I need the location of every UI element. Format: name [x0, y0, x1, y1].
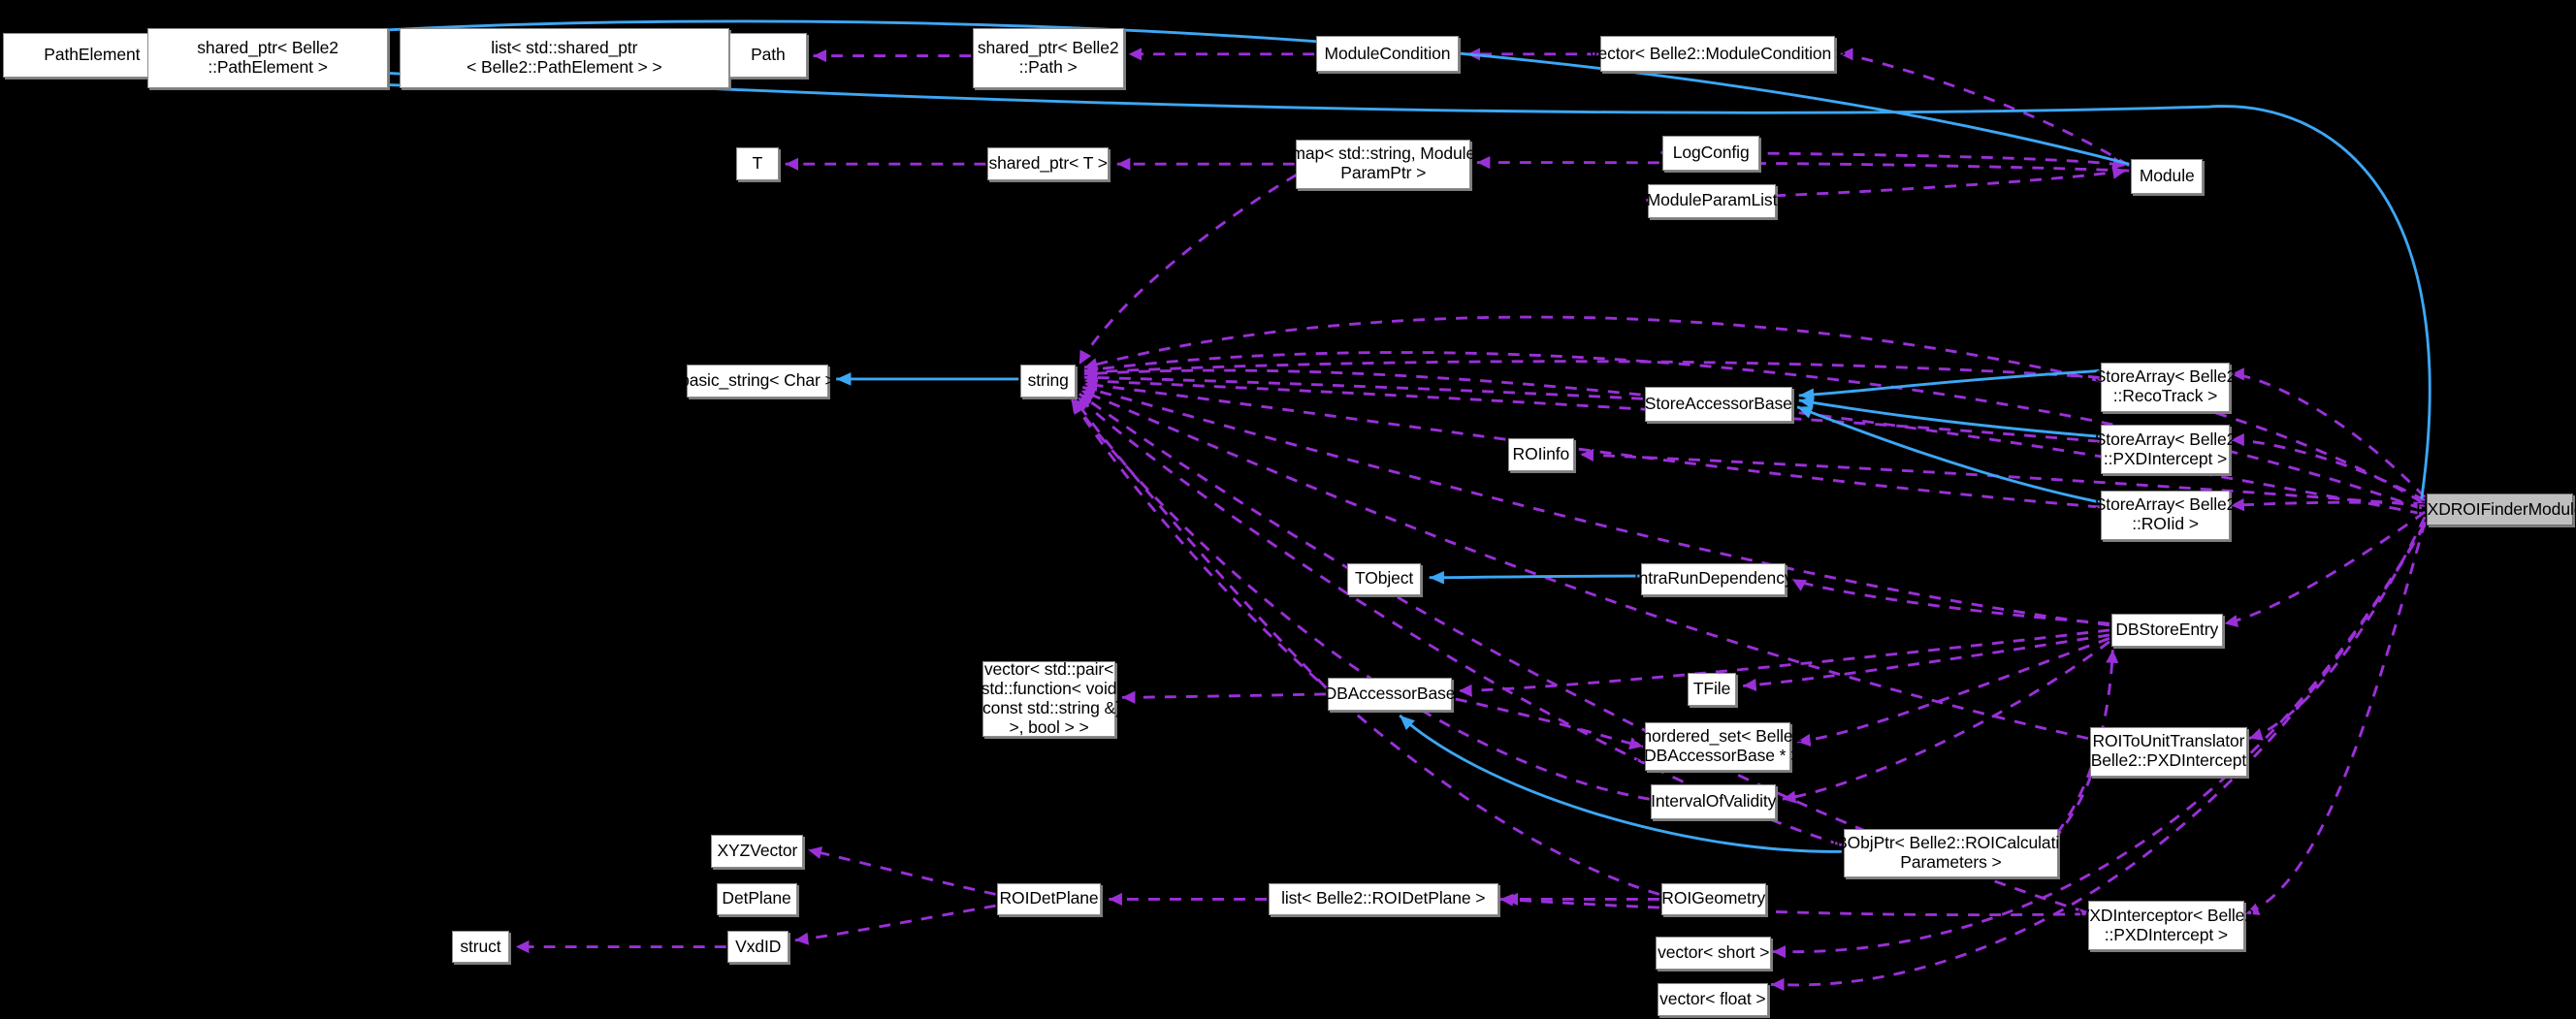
class-node-label: DBStoreEntry — [2115, 619, 2219, 639]
class-node-label: Module — [2139, 165, 2195, 185]
class-node-label: shared_ptr< Belle2 ::Path > — [977, 38, 1119, 78]
class-node-label: Path — [751, 44, 786, 64]
class-node-string[interactable]: string — [1019, 364, 1077, 398]
class-node-storeaccessorbase[interactable]: StoreAccessorBase — [1644, 387, 1792, 422]
class-node-label: vector< short > — [1658, 942, 1770, 963]
class-node-dbaccessorbase[interactable]: DBAccessorBase — [1325, 677, 1455, 711]
class-node-sharedptrpathelement[interactable]: shared_ptr< Belle2 ::PathElement > — [147, 27, 388, 89]
class-node-label: PXDROIFinderModule — [2416, 498, 2576, 519]
class-node-mapstringmoduleparam[interactable]: map< std::string, Module ParamPtr > — [1291, 139, 1475, 189]
class-node-label: string — [1027, 369, 1069, 390]
class-node-sharedptrpath[interactable]: shared_ptr< Belle2 ::Path > — [972, 27, 1124, 89]
class-node-label: DetPlane — [722, 888, 791, 908]
class-node-label: basic_string< Char > — [680, 369, 835, 390]
class-node-modulecondition[interactable]: ModuleCondition — [1315, 36, 1460, 73]
class-node-label: vector< Belle2::ModuleCondition > — [1589, 43, 1847, 63]
class-node-listsharedptrpathelem[interactable]: list< std::shared_ptr < Belle2::PathElem… — [399, 27, 730, 89]
class-node-logconfig[interactable]: LogConfig — [1662, 136, 1760, 171]
class-node-intrarundependency[interactable]: IntraRunDependency — [1634, 562, 1793, 596]
class-node-label: ROIinfo — [1512, 443, 1570, 463]
class-node-label: XYZVector — [717, 841, 798, 861]
class-node-label: StoreAccessorBase — [1644, 394, 1792, 414]
class-node-label: ROIGeometry — [1661, 888, 1766, 908]
class-node-vectorpairfunction[interactable]: vector< std::pair< std::function< void (… — [977, 659, 1121, 737]
class-node-label: StoreArray< Belle2 ::RecoTrack > — [2094, 366, 2237, 406]
class-node-label: ModuleCondition — [1324, 43, 1451, 63]
class-node-storearrayroiid[interactable]: StoreArray< Belle2 ::ROIid > — [2095, 491, 2236, 540]
class-node-label: list< Belle2::ROIDetPlane > — [1281, 888, 1486, 908]
class-node-roigeometry[interactable]: ROIGeometry — [1660, 882, 1766, 916]
class-node-label: StoreArray< Belle2 ::ROIid > — [2094, 494, 2237, 534]
class-node-label: VXDInterceptor< Belle2 ::PXDIntercept > — [2077, 905, 2254, 944]
class-node-vectorfloat[interactable]: vector< float > — [1658, 982, 1768, 1016]
class-node-label: VxdID — [735, 936, 782, 956]
class-node-listroidetplane[interactable]: list< Belle2::ROIDetPlane > — [1268, 882, 1498, 916]
class-node-vectorshort[interactable]: vector< short > — [1656, 937, 1771, 971]
class-node-moduleparamlist[interactable]: ModuleParamList — [1647, 183, 1777, 219]
class-node-intervalofvalidity[interactable]: IntervalOfValidity — [1651, 783, 1776, 819]
class-node-label: LogConfig — [1672, 143, 1750, 163]
class-node-label: TObject — [1354, 568, 1414, 589]
class-node-label: PathElement — [44, 44, 141, 64]
class-node-detplane[interactable]: DetPlane — [716, 882, 797, 916]
class-node-tobject[interactable]: TObject — [1346, 562, 1422, 596]
class-node-unorderedsetdbaccessor[interactable]: unordered_set< Belle2 ::DBAccessorBase *… — [1633, 721, 1802, 772]
class-node-dbobjptrroicalcparams[interactable]: DBObjPtr< Belle2::ROICalculation Paramet… — [1824, 828, 2077, 878]
class-node-label: IntervalOfValidity — [1651, 790, 1777, 811]
class-node-sharedptrt[interactable]: shared_ptr< T > — [987, 147, 1110, 181]
class-node-label: T — [752, 153, 763, 174]
class-node-path[interactable]: Path — [729, 32, 807, 78]
class-node-roiinfo[interactable]: ROIinfo — [1507, 437, 1574, 471]
class-node-label: vector< std::pair< std::function< void (… — [977, 659, 1121, 737]
class-node-module[interactable]: Module — [2130, 159, 2204, 194]
class-node-roidetplane[interactable]: ROIDetPlane — [997, 882, 1101, 916]
class-node-label: IntraRunDependency — [1633, 568, 1793, 589]
class-node-struct[interactable]: struct — [451, 930, 510, 964]
class-node-label: TFile — [1692, 678, 1731, 698]
class-node-tfile[interactable]: TFile — [1687, 672, 1737, 706]
class-node-vectormodulecondition[interactable]: vector< Belle2::ModuleCondition > — [1590, 36, 1846, 73]
class-node-label: vector< float > — [1659, 988, 1766, 1008]
class-node-pxdroifindermodule[interactable]: PXDROIFinderModule — [2416, 494, 2576, 525]
class-node-label: unordered_set< Belle2 ::DBAccessorBase *… — [1632, 726, 1803, 766]
class-node-storearrayrecotrack[interactable]: StoreArray< Belle2 ::RecoTrack > — [2095, 363, 2236, 412]
class-node-basicstringchar[interactable]: basic_string< Char > — [680, 364, 835, 398]
class-node-dbstoreentry[interactable]: DBStoreEntry — [2110, 613, 2223, 647]
class-node-label: ROIDetPlane — [999, 888, 1099, 908]
class-node-xyzvector[interactable]: XYZVector — [711, 835, 804, 869]
class-node-label: DBAccessorBase — [1324, 683, 1456, 703]
class-node-label: shared_ptr< T > — [988, 153, 1108, 174]
class-node-roitounittranslator[interactable]: ROIToUnitTranslator < Belle2::PXDInterce… — [2077, 726, 2261, 777]
class-node-label: StoreArray< Belle2 ::PXDIntercept > — [2094, 429, 2237, 468]
class-node-t[interactable]: T — [735, 147, 779, 181]
class-node-label: ROIToUnitTranslator < Belle2::PXDInterce… — [2076, 731, 2262, 771]
class-node-label: list< std::shared_ptr < Belle2::PathElem… — [467, 38, 662, 78]
class-node-vxdinterceptor[interactable]: VXDInterceptor< Belle2 ::PXDIntercept > — [2078, 901, 2254, 950]
class-node-label: map< std::string, Module ParamPtr > — [1291, 143, 1476, 183]
class-node-label: ModuleParamList — [1646, 190, 1778, 210]
class-node-label: DBObjPtr< Belle2::ROICalculation Paramet… — [1823, 833, 2078, 873]
class-node-vxdid[interactable]: VxdID — [727, 930, 789, 964]
class-node-label: struct — [460, 936, 501, 956]
class-node-label: shared_ptr< Belle2 ::PathElement > — [197, 38, 338, 78]
class-node-storearraypxdintercept[interactable]: StoreArray< Belle2 ::PXDIntercept > — [2095, 425, 2236, 475]
